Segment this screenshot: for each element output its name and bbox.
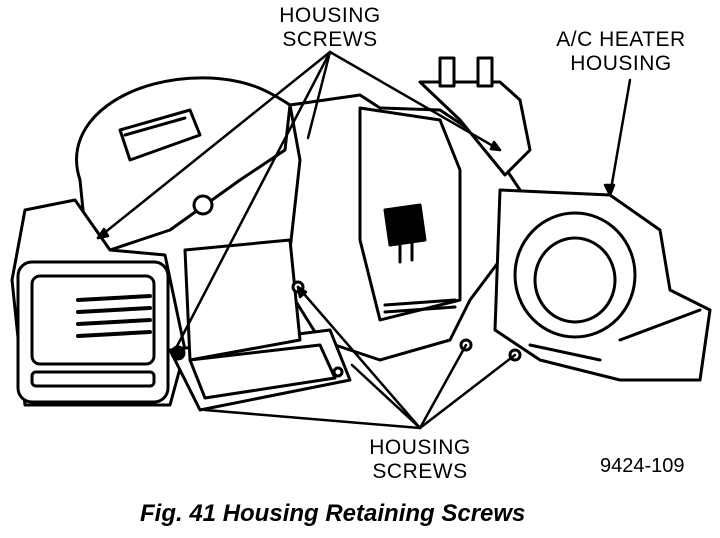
label-line: A/C HEATER <box>556 28 686 51</box>
ac-heater-housing-label: A/C HEATER HOUSING <box>546 28 696 76</box>
leader-lines-top <box>96 50 502 352</box>
leader-lines-bottom <box>203 285 517 430</box>
leader-line-ac-housing <box>603 78 632 197</box>
label-line: SCREWS <box>372 460 468 483</box>
figure-caption: Fig. 41 Housing Retaining Screws <box>140 500 526 527</box>
bottom-housing-screws-label: HOUSING SCREWS <box>352 436 488 484</box>
round-outlet <box>493 188 712 382</box>
main-housing <box>288 93 522 362</box>
left-outlet-duct <box>10 198 187 407</box>
part-number: 9424-109 <box>600 455 685 477</box>
label-line: HOUSING <box>369 436 471 459</box>
label-line: HOUSING <box>570 52 672 75</box>
heater-core-tubes <box>418 56 532 177</box>
label-line: HOUSING <box>279 4 381 27</box>
lower-duct <box>168 238 352 412</box>
label-line: SCREWS <box>282 28 378 51</box>
blower-scroll <box>75 76 292 252</box>
screw-heads <box>170 194 522 378</box>
top-housing-screws-label: HOUSING SCREWS <box>262 4 398 52</box>
